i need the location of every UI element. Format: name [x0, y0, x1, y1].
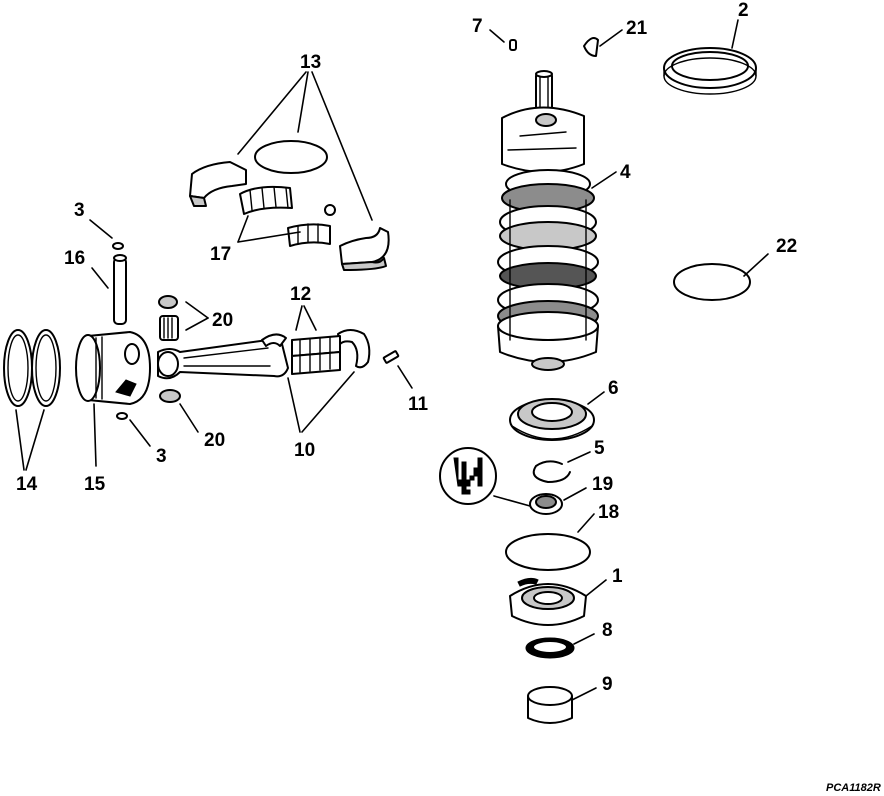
lower-seal	[525, 637, 575, 659]
rod-cap	[337, 329, 371, 369]
connecting-rod	[157, 333, 289, 380]
piston-rings	[3, 329, 61, 407]
piston-pin	[113, 254, 127, 325]
snap-ring	[532, 460, 571, 483]
pin-retainer-top	[112, 242, 124, 250]
callout-19: 19	[592, 474, 613, 495]
main-bearing-cage-right	[287, 204, 336, 247]
oil-seal-small	[529, 493, 563, 515]
piston	[75, 331, 151, 405]
callout-20-bottom: 20	[204, 430, 225, 451]
leader-lines	[15, 19, 769, 701]
callout-3-bottom: 3	[156, 446, 167, 467]
rod-bearing	[291, 335, 341, 375]
callout-20-top: 20	[212, 310, 233, 331]
callout-18: 18	[598, 502, 619, 523]
seal-lip-detail-bubble	[439, 447, 497, 505]
woodruff-key	[509, 39, 517, 51]
callout-11: 11	[408, 394, 429, 415]
o-ring-large	[673, 263, 751, 301]
callout-1: 1	[612, 566, 623, 587]
callout-7: 7	[472, 16, 483, 37]
top-seal	[663, 47, 757, 95]
callout-15: 15	[84, 474, 106, 495]
ball-bearing	[509, 398, 595, 441]
callout-5: 5	[594, 438, 605, 459]
rod-bolt	[382, 350, 400, 364]
callout-13: 13	[300, 52, 321, 73]
callout-6: 6	[608, 378, 619, 399]
main-bearing-lower-half	[339, 227, 390, 271]
lower-bearing-housing	[509, 577, 587, 626]
callout-12: 12	[290, 284, 311, 305]
callout-14: 14	[16, 474, 38, 495]
figure-code: PCA1182R	[826, 782, 881, 794]
main-bearing-retaining-ring	[254, 140, 328, 174]
half-moon-key	[583, 37, 599, 57]
main-bearing-cage-left	[239, 185, 293, 215]
callout-21: 21	[626, 18, 648, 39]
crankshaft	[497, 70, 599, 371]
callout-17: 17	[210, 244, 231, 265]
o-ring-medium	[505, 533, 591, 571]
callout-10: 10	[294, 440, 315, 461]
needle-bearing-and-washers	[158, 295, 181, 403]
callout-2: 2	[738, 0, 749, 21]
callout-9: 9	[602, 674, 613, 695]
callout-4: 4	[620, 162, 631, 183]
wear-sleeve	[527, 686, 573, 724]
pin-retainer-bottom	[116, 412, 128, 420]
callout-22: 22	[776, 236, 797, 257]
callout-3-top: 3	[74, 200, 85, 221]
callout-labels: 1 2 3 3 4 5 6 7 8 9 10 11 12 13 14 15 16…	[16, 0, 797, 695]
callout-16: 16	[64, 248, 85, 269]
callout-8: 8	[602, 620, 613, 641]
main-bearing-upper-half	[189, 161, 247, 207]
